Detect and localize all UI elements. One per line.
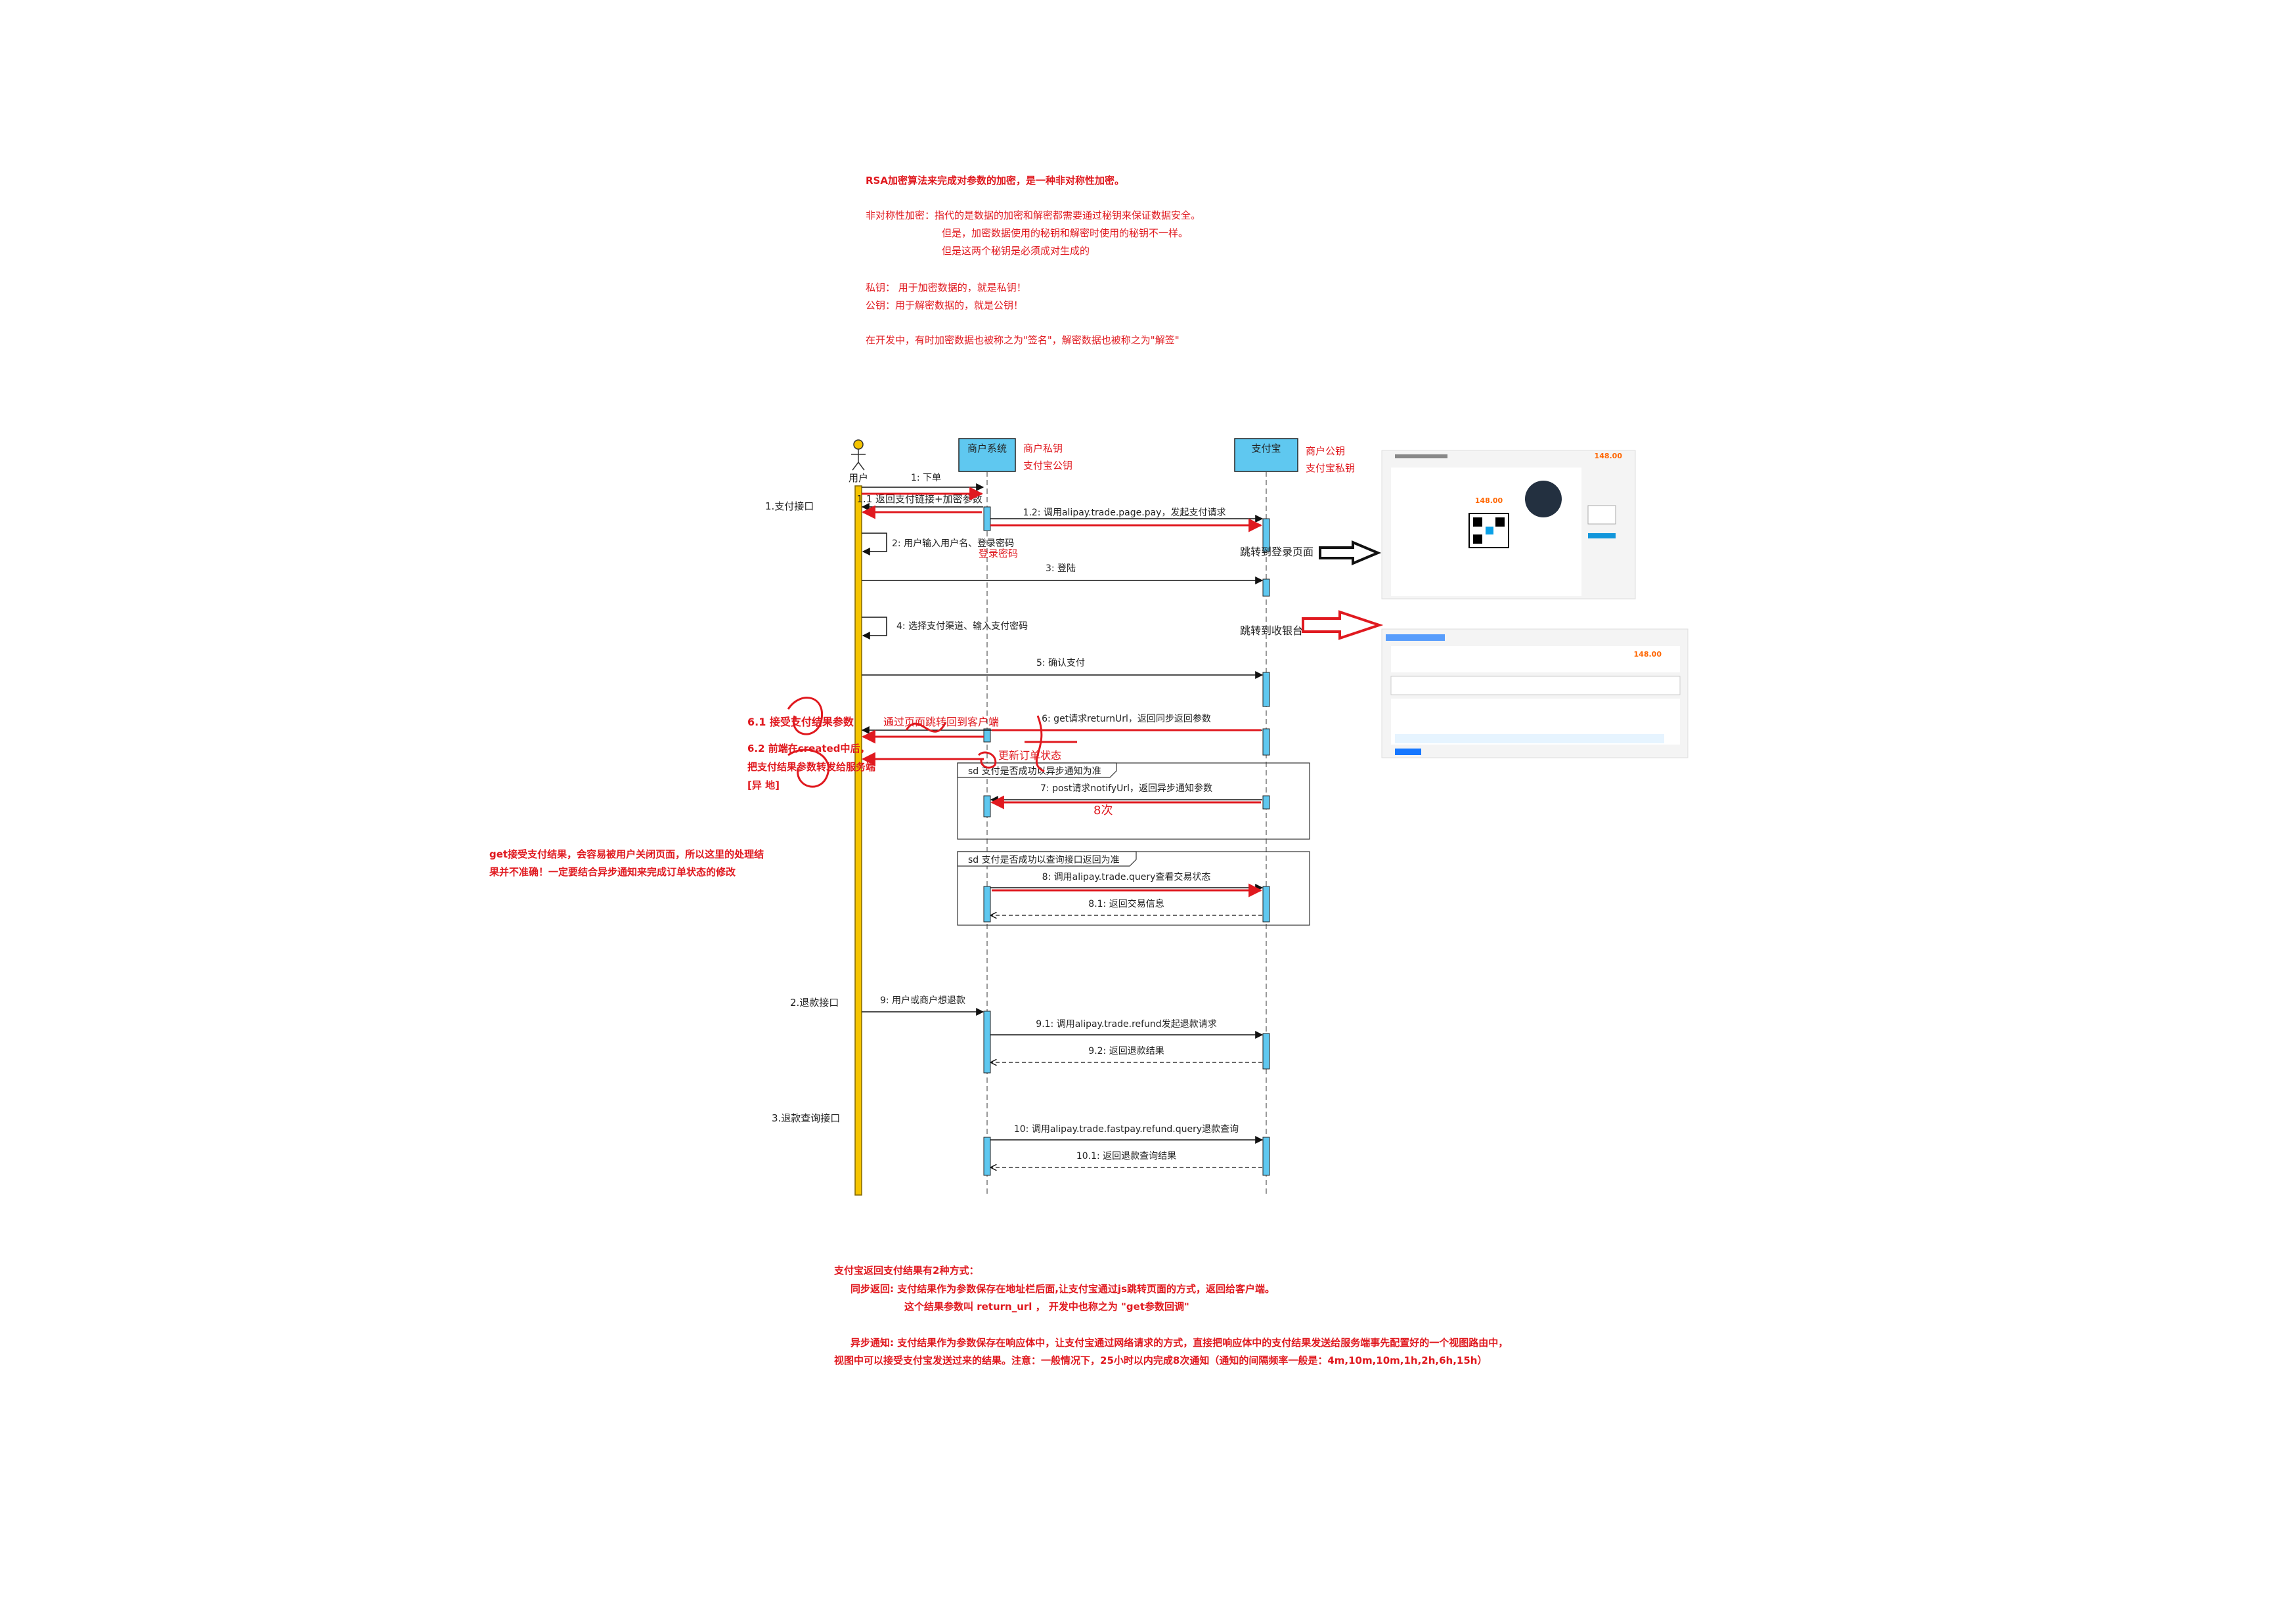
red-6-2-wrap: 6.2 前端在created中后，把支付结果参数转发给服务端[异 地] [747,743,876,791]
cashier-price: 148.00 [1634,650,1662,659]
login-page-screenshot: 148.00 148.00 [1381,450,1636,599]
msg-8-1-label: 8.1: 返回交易信息 [1088,898,1164,909]
msg-2-red: 登录密码 [979,548,1018,559]
note-sync-2: 这个结果参数叫 return_url ， 开发中也称之为 "get参数回调" [904,1301,1189,1313]
user-actor-icon [851,439,866,471]
msg-9-label: 9: 用户或商户想退款 [880,995,965,1006]
msg-8-label: 8: 调用alipay.trade.query查看交易状态 [1042,871,1211,882]
alipay-lifeline-head [1234,438,1298,472]
arrow-to-login-screen-icon [1319,540,1382,566]
msg-9-2-label: 9.2: 返回退款结果 [1088,1046,1164,1056]
merchant-activation [983,1137,991,1176]
red-update: 更新订单状态 [998,749,1061,762]
svg-text:148.00: 148.00 [1475,496,1503,505]
note-private-key: 私钥： 用于加密数据的，就是私钥！ [866,282,1027,294]
actor-user-label: 用户 [849,472,868,484]
alipay-activation [1262,728,1270,756]
msg-9-1-label: 9.1: 调用alipay.trade.refund发起退款请求 [1036,1019,1216,1030]
note-rsa-intro: RSA加密算法来完成对参数的加密，是一种非对称性加密。 [866,175,1124,186]
msg-10-1-label: 10.1: 返回退款查询结果 [1076,1151,1176,1162]
red-8x: 8次 [1093,804,1113,817]
alipay-activation [1262,886,1270,923]
msg-5-label: 5: 确认支付 [1036,658,1085,668]
alipay-activation [1262,1033,1270,1070]
note-bottom-title: 支付宝返回支付结果有2种方式： [834,1265,979,1276]
merchant-keys-1: 商户私钥 [1023,443,1063,454]
jump-login-label: 跳转到登录页面 [1240,546,1314,558]
fragment-query-label: sd 支付是否成功以查询接口返回为准 [968,854,1120,865]
red-6-1: 6.1 接受支付结果参数 [747,716,854,728]
merchant-lifeline-head [958,438,1016,472]
note-public-key: 公钥：用于解密数据的，就是公钥！ [866,299,1024,311]
msg-10-label: 10: 调用alipay.trade.fastpay.refund.query退… [1014,1124,1239,1135]
cashier-page-screenshot: 148.00 [1381,628,1689,758]
arrow-to-cashier-screen-icon [1302,610,1384,640]
jump-cashier-label: 跳转到收银台 [1240,624,1303,637]
msg-6-label: 6: get请求returnUrl，返回同步返回参数 [1042,713,1211,724]
merchant-keys-2: 支付宝公钥 [1023,460,1072,471]
msg-7-label: 7: post请求notifyUrl，返回异步通知参数 [1040,783,1212,794]
msg-3-label: 3: 登陆 [1046,563,1076,574]
merchant-activation [983,795,991,817]
alipay-activation [1262,578,1270,597]
fragment-async-label: sd 支付是否成功以异步通知为准 [968,766,1101,777]
alipay-activation [1262,795,1270,810]
msg-2-self-arrow [862,533,887,555]
fragment-async [957,762,1310,840]
user-activation [854,485,862,1196]
note-sync-1: 同步返回: 支付结果作为参数保存在地址栏后面,让支付宝通过js跳转页面的方式，返… [850,1283,1275,1295]
section-refund: 2.退款接口 [790,997,839,1009]
msg-2-label: 2: 用户输入用户名、登录密码 [892,538,1014,549]
alipay-keys-2: 支付宝私钥 [1306,462,1355,474]
merchant-activation [983,728,991,743]
msg-4-self-arrow [862,617,887,640]
section-refund-query: 3.退款查询接口 [772,1112,840,1124]
note-get-warning: get接受支付结果，会容易被用户关闭页面，所以这里的处理结果并不准确！一定要结合… [489,848,764,878]
login-price: 148.00 [1595,452,1623,460]
msg-4-label: 4: 选择支付渠道、输入支付密码 [896,620,1028,632]
alipay-activation [1262,672,1270,707]
merchant-label: 商户系统 [967,443,1007,454]
red-6-2: 6.2 前端在created中后，把支付结果参数转发给服务端[异 地] [747,743,876,791]
note-asym-1: 非对称性加密：指代的是数据的加密和解密都需要通过秘钥来保证数据安全。 [866,209,1201,221]
msg-1-1-label: 1.1 返回支付链接+加密参数 [856,493,982,505]
note-asym-2: 但是，加密数据使用的秘钥和解密时使用的秘钥不一样。 [942,227,1189,239]
red-redirect: 通过页面跳转回到客户端 [883,716,999,728]
alipay-keys-1: 商户公钥 [1306,445,1345,457]
red-annotations [787,487,1263,898]
alipay-activation [1262,1137,1270,1176]
msg-1-2-label: 1.2: 调用alipay.trade.page.pay，发起支付请求 [1023,508,1226,518]
alipay-activation [1262,518,1270,552]
merchant-activation [983,506,991,531]
merchant-activation [983,886,991,923]
alipay-label: 支付宝 [1251,443,1281,454]
msg-1-label: 1: 下单 [911,473,941,483]
note-async: 异步通知: 支付结果作为参数保存在响应体中，让支付宝通过网络请求的方式，直接把响… [834,1337,1509,1366]
note-sign: 在开发中，有时加密数据也被称之为"签名"，解密数据也被称之为"解签" [866,334,1180,346]
merchant-activation [983,1011,991,1074]
note-asym-3: 但是这两个秘钥是必须成对生成的 [942,245,1090,257]
section-pay: 1.支付接口 [765,500,814,512]
